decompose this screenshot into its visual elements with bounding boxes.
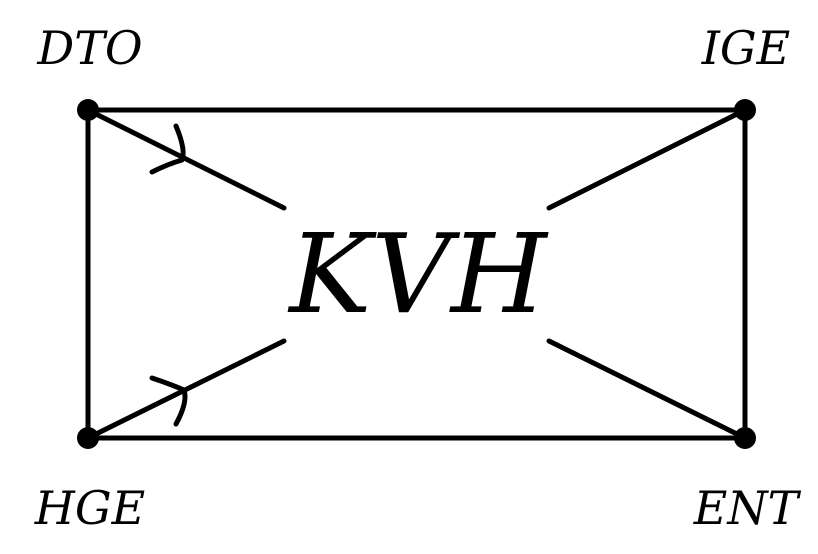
- node-label-top-left: DTO: [36, 21, 142, 75]
- node-dot-bottom-right: [734, 427, 756, 449]
- node-label-bottom-right: ENT: [693, 481, 802, 535]
- node-dot-top-right: [734, 99, 756, 121]
- node-label-top-right: IGE: [701, 21, 791, 75]
- node-dot-top-left: [77, 99, 99, 121]
- spoke-top-left: [85, 107, 287, 211]
- arrow-head-icon: [149, 123, 186, 175]
- node-label-bottom-left: HGE: [34, 481, 145, 535]
- spoke-bottom-right: [546, 338, 748, 441]
- node-dots: [77, 99, 756, 449]
- arrow-head-icon: [149, 375, 188, 427]
- center-label: KVH: [287, 210, 549, 338]
- rectangle-edges: [85, 107, 748, 441]
- node-dot-bottom-left: [77, 427, 99, 449]
- spoke-top-right: [546, 107, 748, 211]
